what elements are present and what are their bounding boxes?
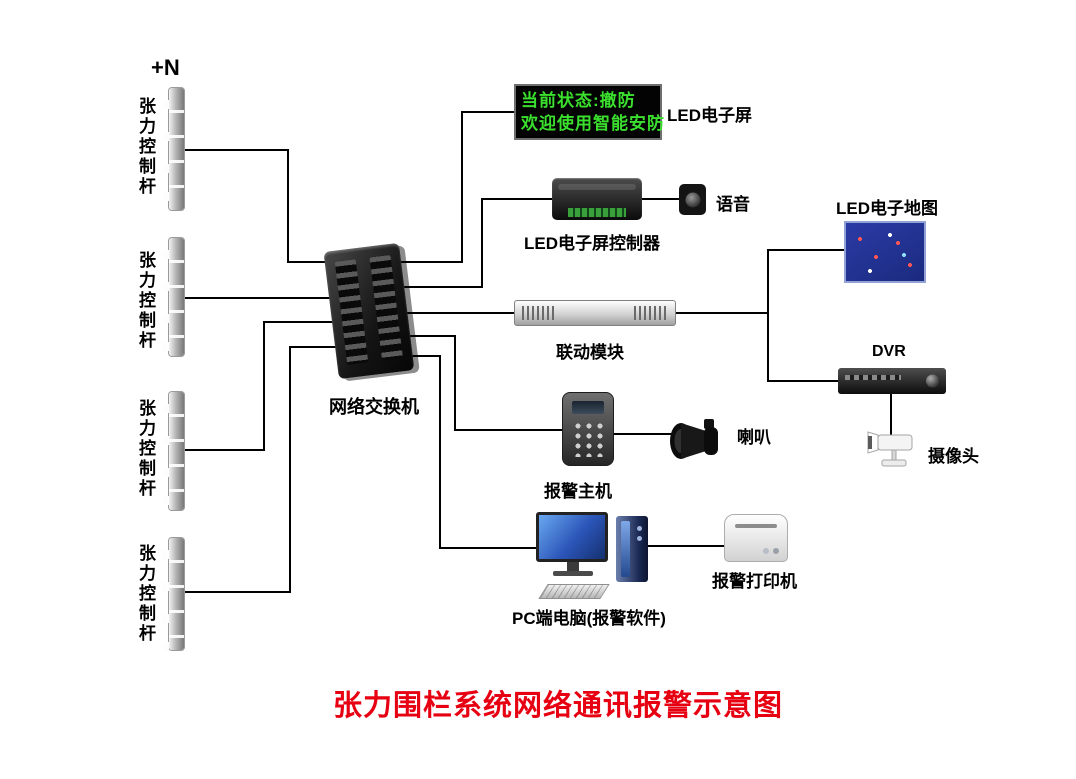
- linkage-module-label: 联动模块: [556, 343, 624, 362]
- connection-line: [178, 346, 352, 593]
- tension-pole-4: [163, 538, 184, 650]
- tension-pole-1: [163, 88, 184, 210]
- network-switch: [323, 242, 415, 380]
- pc-monitor-stand: [567, 562, 579, 571]
- diagram-title: 张力围栏系统网络通讯报警示意图: [332, 690, 783, 722]
- alarm-printer-label: 报警打印机: [712, 572, 797, 591]
- camera-device: [860, 428, 920, 472]
- horn-icon: [670, 419, 718, 459]
- pc-monitor-base: [553, 571, 593, 576]
- alarm-printer: [724, 514, 788, 562]
- connection-line: [670, 249, 850, 314]
- pc-keyboard: [538, 584, 610, 599]
- tension-pole-2: [163, 238, 184, 356]
- tension-pole-label: 张力控制杆: [136, 544, 155, 644]
- led-controller: [552, 178, 642, 220]
- connection-line: [178, 149, 352, 263]
- alarm-host-keypad: [573, 421, 605, 457]
- led-display: 当前状态:撤防 欢迎使用智能安防: [514, 84, 665, 140]
- tension-pole-label: 张力控制杆: [136, 97, 155, 197]
- horn-speaker: [668, 414, 722, 466]
- led-display-status-line2: 欢迎使用智能安防: [521, 114, 665, 133]
- led-display-label: LED电子屏: [667, 106, 752, 125]
- led-map-label: LED电子地图: [836, 199, 938, 218]
- alarm-host-screen: [572, 401, 604, 414]
- connection-line: [398, 198, 558, 288]
- pole-count-annotation: +N: [151, 55, 180, 80]
- switch-ports: [334, 259, 369, 366]
- dvr-device: [838, 368, 946, 394]
- camera-label: 摄像头: [928, 447, 979, 466]
- dvr-label: DVR: [872, 343, 906, 360]
- switch-ports: [369, 254, 404, 361]
- horn-label: 喇叭: [737, 428, 771, 447]
- pc-monitor: [536, 512, 608, 562]
- led-display-status-line1: 当前状态:撤防: [521, 91, 636, 110]
- voice-label: 语音: [716, 195, 750, 214]
- pc-tower: [616, 516, 648, 582]
- tension-pole-label: 张力控制杆: [136, 399, 155, 499]
- connection-line: [178, 321, 352, 451]
- alarm-host-label: 报警主机: [544, 482, 612, 501]
- network-switch-label: 网络交换机: [329, 397, 419, 417]
- connection-line: [398, 111, 520, 263]
- connection-line: [398, 335, 570, 431]
- pc-label: PC端电脑(报警软件): [512, 609, 666, 628]
- tension-pole-3: [163, 392, 184, 510]
- voice-speaker: [679, 184, 706, 215]
- led-map: [844, 221, 926, 283]
- linkage-module: [514, 300, 676, 326]
- alarm-host: [562, 392, 614, 466]
- connection-line: [398, 355, 545, 549]
- camera-icon: [867, 431, 913, 467]
- led-controller-label: LED电子屏控制器: [524, 234, 660, 253]
- tension-pole-label: 张力控制杆: [136, 251, 155, 351]
- connection-line: [767, 313, 844, 382]
